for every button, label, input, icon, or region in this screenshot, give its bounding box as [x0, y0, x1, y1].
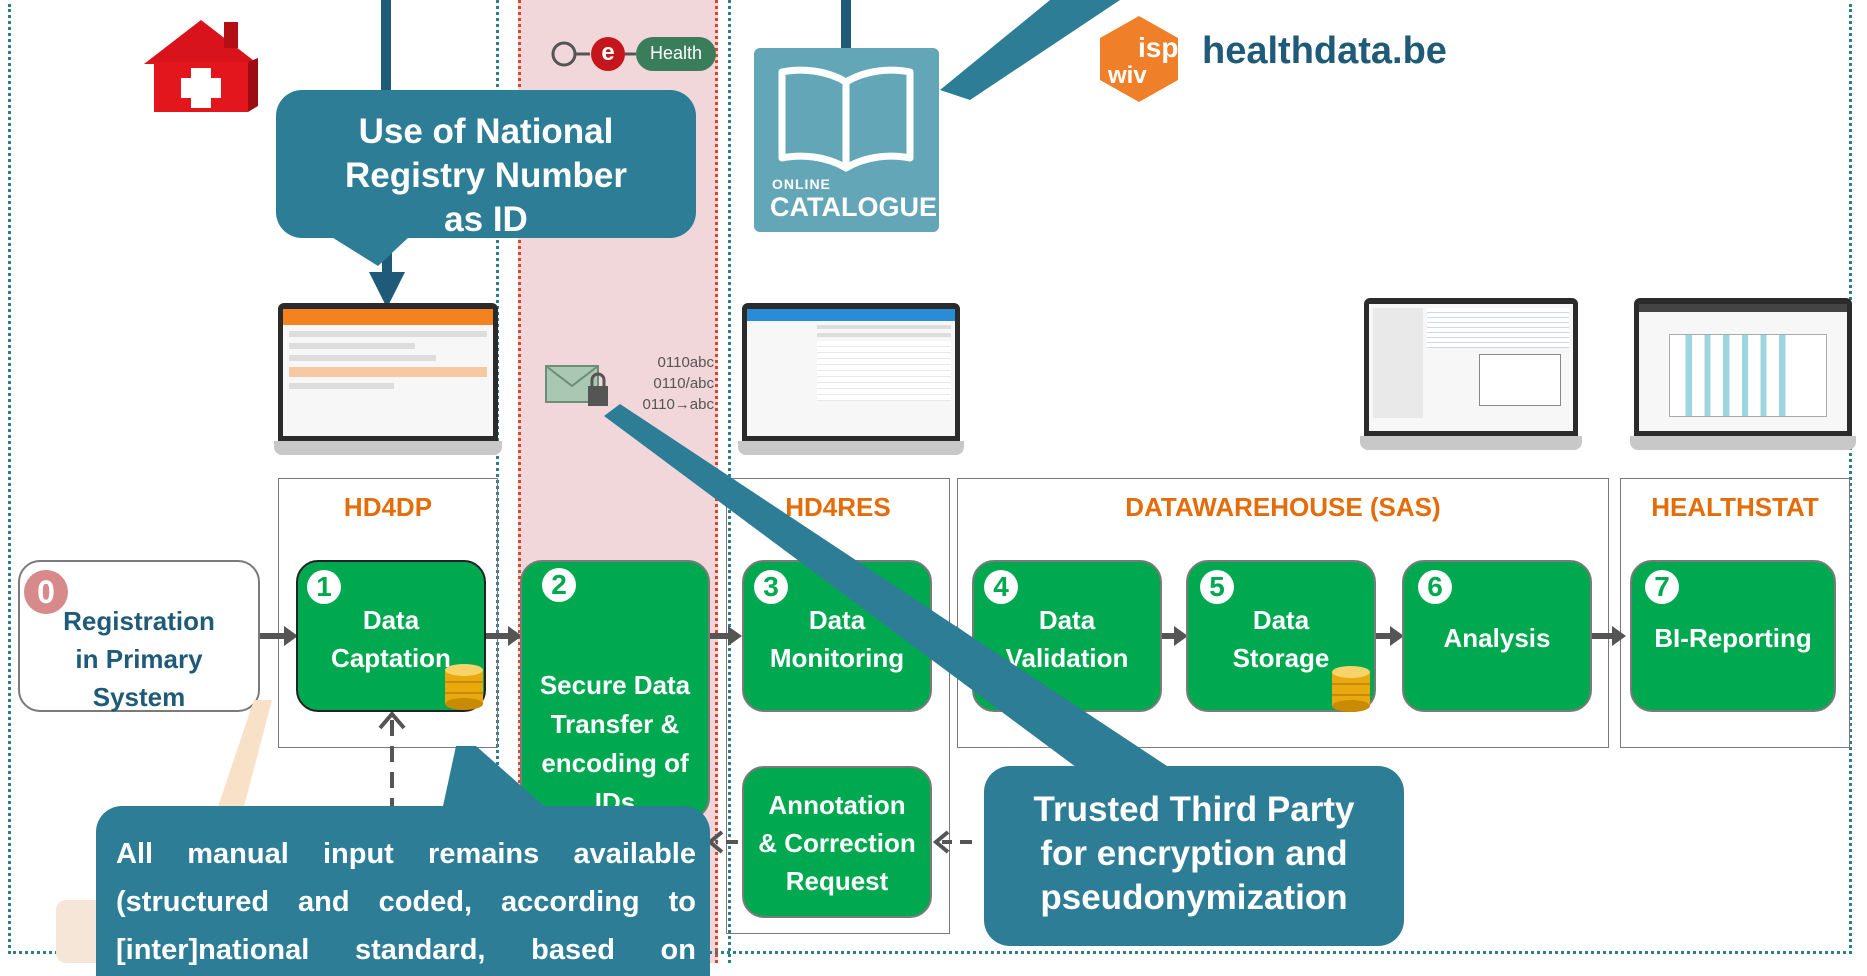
- section-title-healthstat: HEALTHSTAT: [1651, 492, 1819, 522]
- wiv-label: wiv: [1108, 62, 1147, 89]
- ttp-line-2: for encryption and: [1040, 834, 1348, 873]
- national-registry-tail: [330, 236, 410, 266]
- section-healthstat: [1620, 478, 1850, 748]
- laptop-hd4dp: [274, 303, 502, 455]
- step-1-number: 1: [307, 570, 341, 604]
- national-registry-line-2: Registry Number: [344, 156, 628, 195]
- national-registry-callout: Use of National Registry Number as ID: [276, 90, 696, 239]
- manual-input-line-3: [inter]national standard, based on: [116, 934, 696, 966]
- section-title-hd4res: HD4RES: [785, 492, 891, 522]
- step-3-line-1: Data: [808, 605, 866, 635]
- step-2-line-1: Secure Data: [539, 670, 691, 700]
- ttp-line-1: Trusted Third Party: [1033, 790, 1355, 829]
- isp-label: isp: [1138, 32, 1179, 63]
- connector-top-left: [381, 0, 391, 90]
- healthdata-label: healthdata.be: [1202, 30, 1447, 72]
- trusted-third-party-callout: Trusted Third Party for encryption and p…: [984, 766, 1404, 946]
- connector-top-catalogue: [841, 0, 851, 48]
- section-title-hd4dp: HD4DP: [343, 492, 433, 522]
- manual-input-callout: All manual input remains available (stru…: [96, 806, 710, 976]
- manual-input-line-2: (structured and coded, according to: [116, 886, 696, 918]
- step-7-number: 7: [1645, 570, 1679, 604]
- encoding-lines: 0110abc 0110/abc 0110→abc: [628, 352, 714, 415]
- annotation-line-3: Request: [785, 866, 889, 896]
- section-datawarehouse: [957, 478, 1609, 748]
- database-icon-captation: [445, 664, 483, 710]
- step-4-number: 4: [984, 570, 1018, 604]
- ehealth-logo: e Health: [550, 34, 730, 74]
- step-6-number: 6: [1418, 570, 1452, 604]
- section-hd4dp: [278, 478, 498, 748]
- step-1-line-1: Data: [362, 605, 420, 635]
- step-0-line-2: in Primary: [75, 644, 203, 674]
- catalogue-small-label: ONLINE: [772, 176, 831, 192]
- ehealth-letter: e: [601, 39, 615, 66]
- step-5-line-1: Data: [1252, 605, 1310, 635]
- section-title-datawarehouse: DATAWAREHOUSE (SAS): [1125, 492, 1441, 522]
- step-registration-box: Registration in Primary System: [18, 560, 260, 712]
- step-5-number: 5: [1200, 570, 1234, 604]
- ehealth-label: Health: [649, 43, 703, 63]
- section-hd4res: [726, 478, 950, 934]
- encrypted-envelope-icon: [545, 365, 608, 406]
- step-0-line-1: Registration: [63, 606, 215, 636]
- step-5-line-2: Storage: [1232, 642, 1330, 673]
- national-registry-line-3: as ID: [444, 200, 528, 239]
- laptop-hd4res: [738, 303, 964, 455]
- step-1-line-2: Captation: [331, 642, 451, 673]
- annotation-line-2: & Correction: [758, 828, 916, 858]
- step-2-line-3: encoding of: [541, 748, 689, 778]
- laptop-healthstat: [1630, 298, 1856, 450]
- encoding-line-2: 0110/abc: [653, 375, 714, 392]
- hospital-house-icon: [144, 20, 258, 112]
- step-2-number: 2: [542, 568, 576, 602]
- national-registry-line-1: Use of National: [358, 112, 614, 151]
- step-6-line-1: Analysis: [1443, 623, 1551, 653]
- open-book-icon: [778, 66, 914, 172]
- step-4-line-2: Validation: [1005, 642, 1129, 673]
- encoding-line-3: 0110→abc: [642, 396, 714, 413]
- step-3-number: 3: [754, 570, 788, 604]
- manual-input-line-1: All manual input remains available: [116, 838, 696, 870]
- step-0-line-3: System: [92, 682, 186, 712]
- catalogue-big-label: CATALOGUE: [770, 192, 937, 222]
- diagram-frame: [8, 4, 1852, 954]
- arrow-down-icon: [369, 272, 405, 308]
- isp-wiv-hexagon-icon: [1100, 16, 1178, 102]
- ehealth-logo-icon: [551, 37, 716, 71]
- online-catalogue-logo: ONLINE CATALOGUE: [754, 48, 939, 232]
- annotation-line-1: Annotation: [768, 790, 906, 820]
- laptop-sas: [1360, 298, 1582, 450]
- ttp-line-3: pseudonymization: [1040, 878, 1348, 917]
- step-secure-transfer-box: Secure Data Transfer & encoding of IDs: [520, 560, 710, 820]
- step-0-number: 0: [24, 570, 68, 614]
- step-3-line-2: Monitoring: [769, 642, 905, 673]
- encoding-line-1: 0110abc: [657, 354, 714, 371]
- step-7-line-1: BI-Reporting: [1654, 623, 1812, 653]
- step-2-line-2: Transfer &: [550, 709, 680, 739]
- database-icon-storage: [1332, 666, 1370, 712]
- annotation-correction-box: Annotation & Correction Request: [742, 766, 932, 918]
- catalogue-pointer-icon: [940, 0, 1120, 100]
- step-4-line-1: Data: [1038, 605, 1096, 635]
